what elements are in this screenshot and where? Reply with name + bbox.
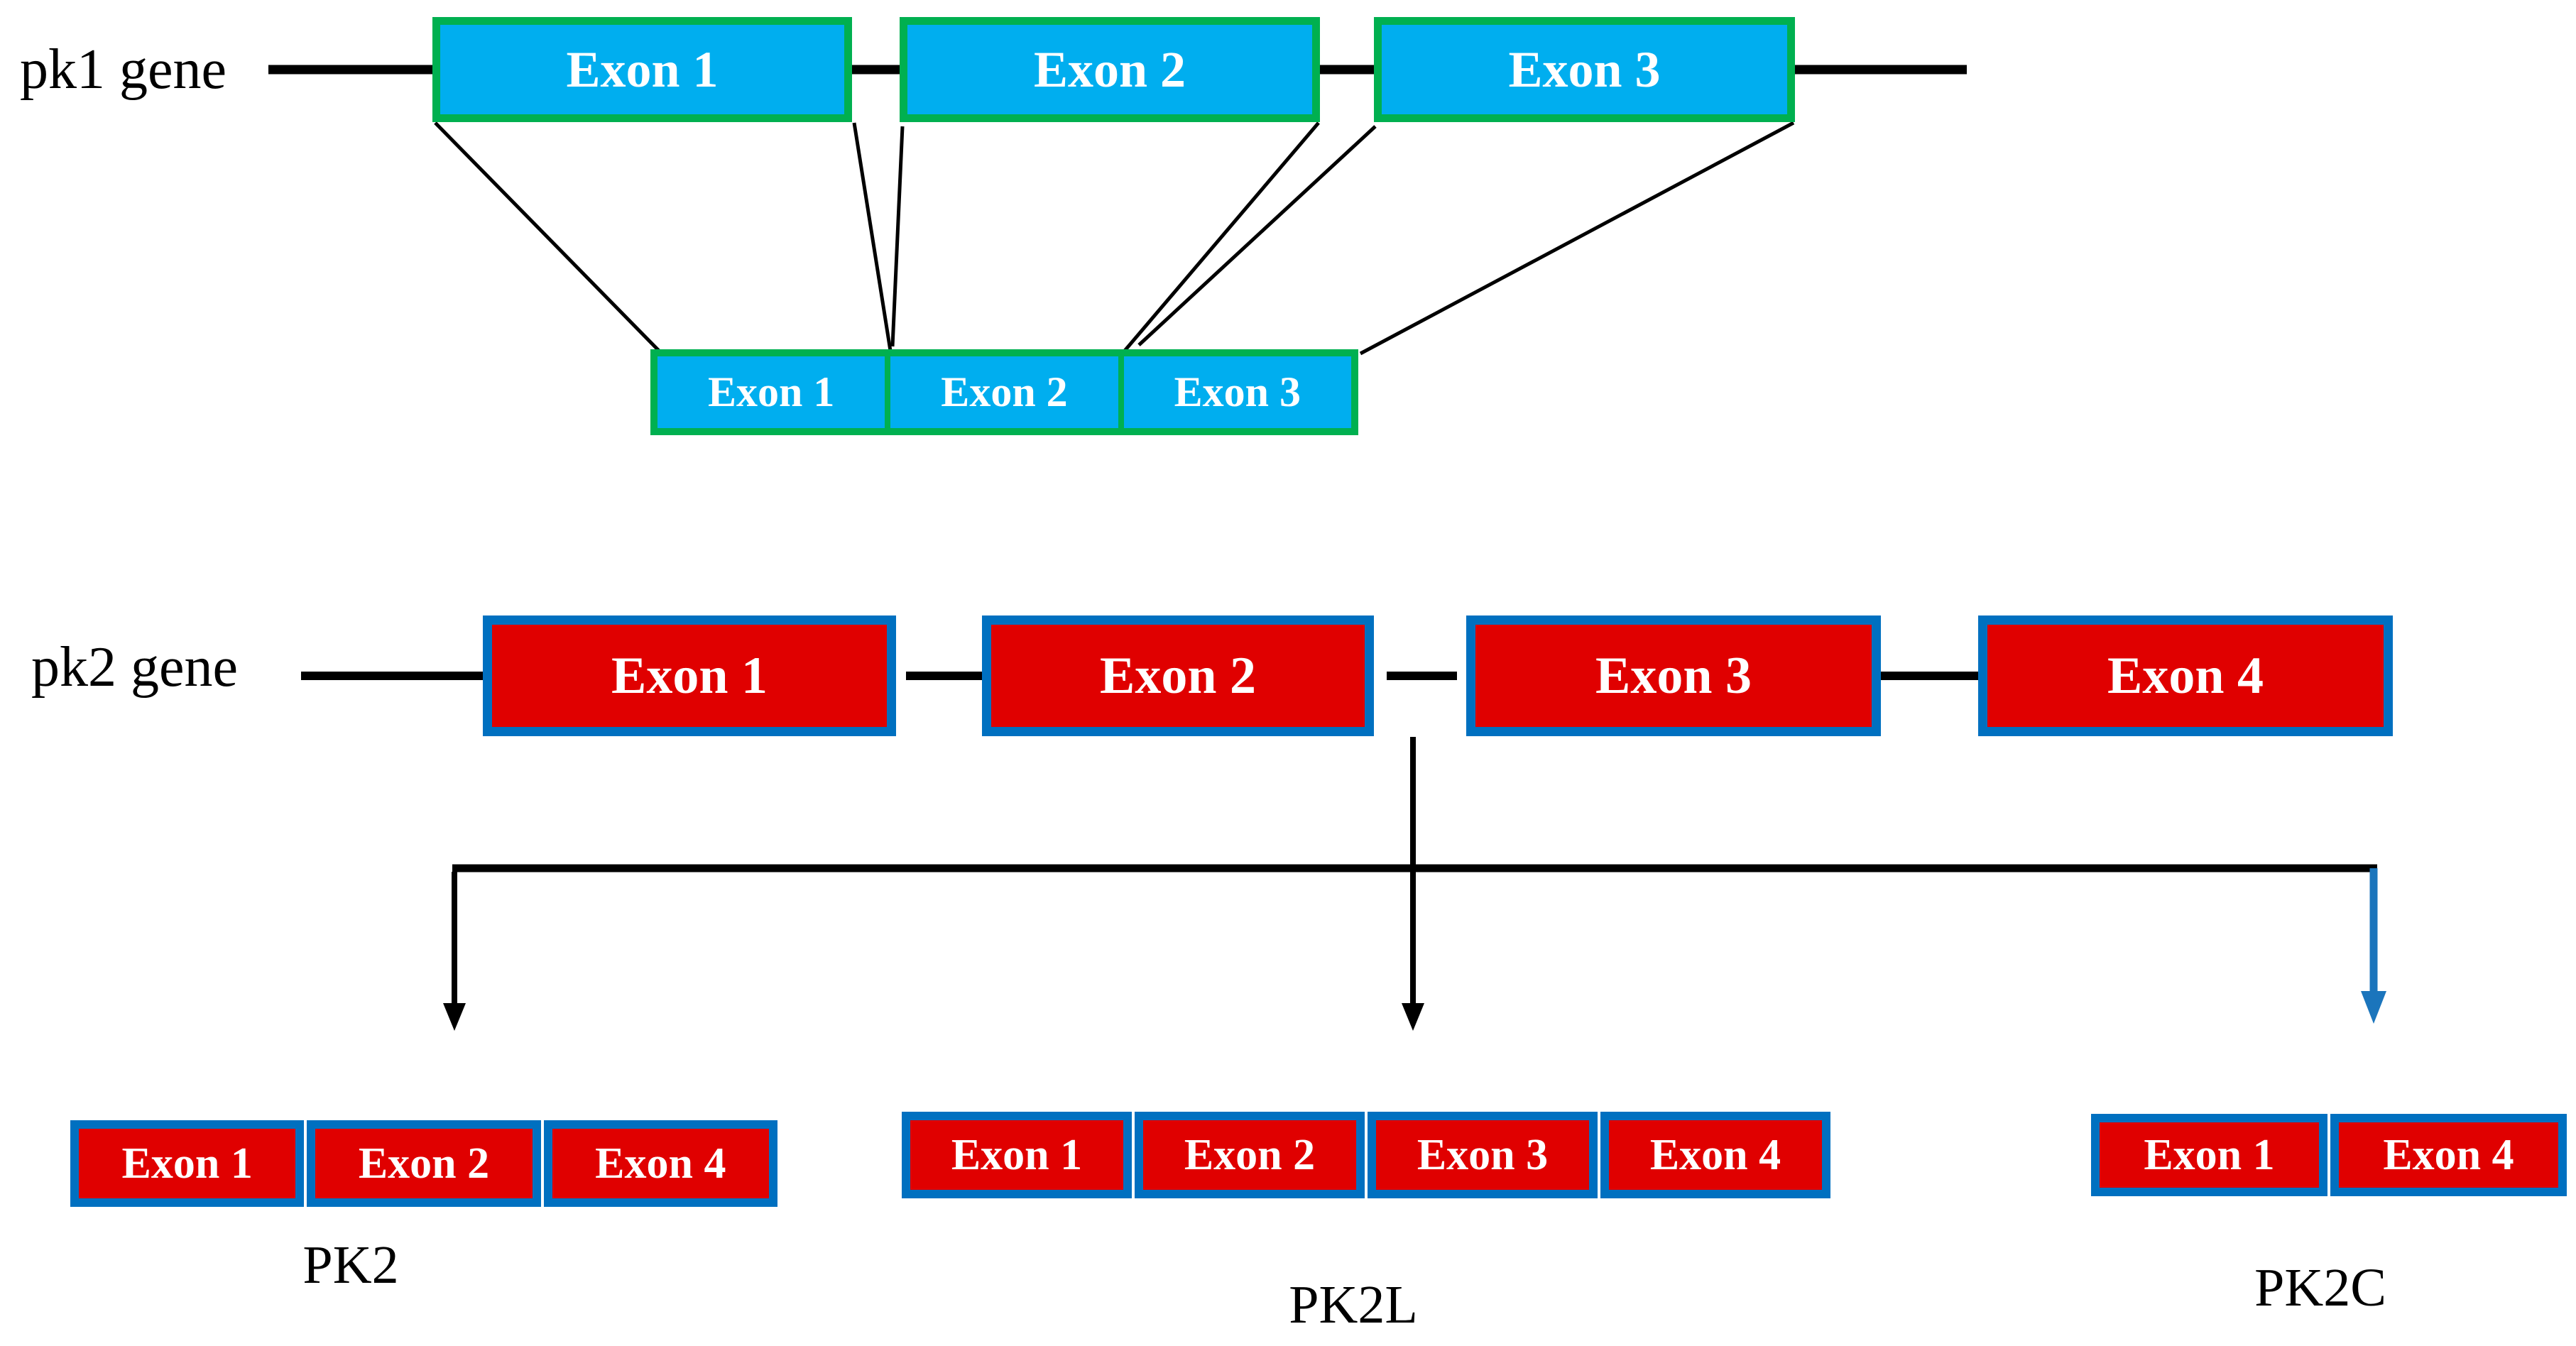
variant-pk2l-exon4-box: Exon 4 xyxy=(1600,1112,1830,1198)
variant-pk2l-exon2-label: Exon 2 xyxy=(1184,1130,1316,1179)
variant-pk2l-exon1-label: Exon 1 xyxy=(951,1130,1083,1179)
pk2-gene-exon3-box: Exon 3 xyxy=(1466,615,1881,736)
variant-pk2l-exon2-box: Exon 2 xyxy=(1135,1112,1365,1198)
pk2-gene-exon2-label: Exon 2 xyxy=(1099,646,1256,705)
variant-pk2c-exon4-box: Exon 4 xyxy=(2330,1114,2567,1196)
pk1-mrna-strip: Exon 1 Exon 2 Exon 3 xyxy=(650,349,1358,435)
pk2c-blue-arrow-head xyxy=(2361,991,2386,1024)
pk1-gene-exon3-box: Exon 3 xyxy=(1374,17,1795,122)
pk1-gene-exon2-box: Exon 2 xyxy=(900,17,1320,122)
pk2-gene-exon4-box: Exon 4 xyxy=(1978,615,2393,736)
pk1-mrna-exon3-box: Exon 3 xyxy=(1123,356,1351,428)
variant-pk2l-exon4-label: Exon 4 xyxy=(1649,1130,1781,1179)
pk1-gene-exon1-box: Exon 1 xyxy=(432,17,852,122)
pk2-variant-left-arrow-head xyxy=(443,1003,466,1031)
pk1-mrna-exon3-label: Exon 3 xyxy=(1174,368,1301,415)
pk1-gene-label: pk1 gene xyxy=(20,38,227,101)
pk1-mrna-exon1-label: Exon 1 xyxy=(707,368,835,415)
pk1-gene-exon2-label: Exon 2 xyxy=(1033,40,1186,98)
variant-pk2-strip: Exon 1 Exon 2 Exon 4 xyxy=(70,1120,777,1207)
variant-pk2l-exon1-box: Exon 1 xyxy=(902,1112,1132,1198)
variant-pk2-exon1-box: Exon 1 xyxy=(70,1120,305,1207)
variant-pk2c-exon1-label: Exon 1 xyxy=(2144,1130,2275,1179)
pk2-gene-exon1-box: Exon 1 xyxy=(483,615,896,736)
pk1-mrna-exon2-box: Exon 2 xyxy=(890,356,1118,428)
variant-pk2-exon4-box: Exon 4 xyxy=(543,1120,777,1207)
variant-pk2c-exon1-box: Exon 1 xyxy=(2091,1114,2327,1196)
pk2-gene-label: pk2 gene xyxy=(31,636,239,699)
pk1-mrna-exon1-box: Exon 1 xyxy=(657,356,885,428)
variant-pk2l-exon3-box: Exon 3 xyxy=(1368,1112,1598,1198)
pk1-gene-exon3-label: Exon 3 xyxy=(1508,40,1661,98)
pk2-gene-exon1-label: Exon 1 xyxy=(611,646,768,705)
pk2-down-arrow-head xyxy=(1402,1003,1424,1031)
variant-pk2-exon2-box: Exon 2 xyxy=(307,1120,541,1207)
variant-pk2l-exon3-label: Exon 3 xyxy=(1417,1130,1549,1179)
variant-pk2-exon1-label: Exon 1 xyxy=(121,1139,253,1188)
variant-pk2c-name: PK2C xyxy=(2254,1258,2386,1318)
variant-pk2c-strip: Exon 1 Exon 4 xyxy=(2091,1114,2567,1196)
pk1-mrna-exon2-label: Exon 2 xyxy=(941,368,1068,415)
pk1-gene-exon1-label: Exon 1 xyxy=(566,40,719,98)
variant-pk2l-name: PK2L xyxy=(1289,1275,1418,1335)
variant-pk2-name: PK2 xyxy=(302,1235,399,1295)
pk2-gene-exon3-label: Exon 3 xyxy=(1595,646,1752,705)
pk1-splice-lines xyxy=(434,121,1795,356)
variant-distribution-lines xyxy=(443,737,2386,1031)
pk2-gene-exon4-label: Exon 4 xyxy=(2107,646,2264,705)
variant-pk2-exon2-label: Exon 2 xyxy=(358,1139,490,1188)
variant-pk2-exon4-label: Exon 4 xyxy=(595,1139,726,1188)
pk2-gene-exon2-box: Exon 2 xyxy=(982,615,1374,736)
variant-pk2l-strip: Exon 1 Exon 2 Exon 3 Exon 4 xyxy=(902,1112,1830,1198)
variant-pk2c-exon4-label: Exon 4 xyxy=(2383,1130,2514,1179)
